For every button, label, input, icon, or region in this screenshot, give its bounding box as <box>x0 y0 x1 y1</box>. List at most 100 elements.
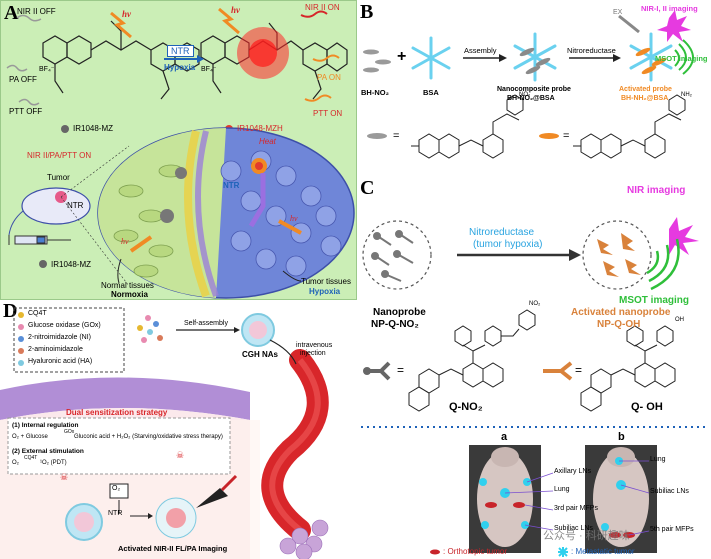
bsa-icon <box>411 36 451 80</box>
ptt-on-label: PTT ON <box>313 109 343 118</box>
legend-cq4t: CQ4T <box>28 310 47 317</box>
q-oh-label: Q- OH <box>631 401 663 413</box>
left-molecule <box>42 20 200 100</box>
fifth-mfp-label: 5th pair MFPs <box>650 526 694 533</box>
plus-sign: + <box>397 48 407 65</box>
lightning-icon-1 <box>110 11 132 39</box>
nitroreductase-c: Nitroreductase <box>469 227 535 238</box>
panel-a-letter: A <box>4 2 19 24</box>
nir-on-label: NIR II ON <box>305 3 340 12</box>
ntr-label-d: NTR <box>108 510 123 517</box>
legend-ha: Hyaluronic acid (HA) <box>28 358 93 365</box>
eq2-cat: CQ4T <box>24 455 38 461</box>
hypoxia-label: Hypoxia <box>164 63 196 72</box>
ptt-off-label: PTT OFF <box>9 107 43 116</box>
mouse-b-label: b <box>618 431 625 443</box>
pa-off-label: PA OFF <box>9 75 37 84</box>
subiliac-a-label: Subiliac LNs <box>554 525 593 532</box>
nir-off-label: NIR II OFF <box>17 7 56 16</box>
assembly-label: Assembly <box>464 46 497 55</box>
tumor-tissues-label: Tumor tissues <box>301 277 351 286</box>
nir-imaging-label: NIR-I, II imaging <box>641 4 698 13</box>
legend-mzh: IR1048-MZH <box>237 124 283 133</box>
activated-c-line1: Activated nanoprobe <box>571 307 671 318</box>
q-no2-label: Q-NO₂ <box>449 401 483 413</box>
ntr-box: NTR <box>167 45 194 57</box>
orthotopic-legend: : Orthotopic tumor <box>443 547 508 556</box>
msot-label: MSOT imaging <box>655 54 708 63</box>
panel-d: D <box>0 300 357 559</box>
equals-c-2: = <box>575 363 583 377</box>
lung-a-label: Lung <box>554 486 570 493</box>
third-mfp-label: 3rd pair MFPs <box>554 505 598 512</box>
equals-2: = <box>563 130 570 142</box>
eq2-right: ¹O₂ (PDT) <box>40 460 67 466</box>
cgh-label: CGH NAs <box>242 350 279 359</box>
legend-mz: IR1048-MZ <box>73 124 114 133</box>
ntr-tissue-label: NTR <box>223 181 240 190</box>
panel-b-art <box>363 10 694 159</box>
mouse-a-image <box>469 445 541 553</box>
axillary-label: Axillary LNs <box>554 468 591 475</box>
normal-tissues-label: Normal tissues <box>101 281 154 290</box>
nir-imaging-c: NIR imaging <box>627 185 686 196</box>
bh-nh2-structure <box>573 94 686 159</box>
mz-dot <box>61 125 69 133</box>
svg-text:☠: ☠ <box>60 472 68 482</box>
panel-c-letter: C <box>360 177 375 199</box>
equals-1: = <box>393 130 400 142</box>
q-no2-structure <box>408 309 536 412</box>
lightning-icon-2 <box>218 7 240 35</box>
internal-label: (1) Internal regulation <box>12 422 79 429</box>
nir-burst-icon <box>657 10 691 42</box>
tumor-hypoxia-c: (tumor hypoxia) <box>473 239 543 250</box>
panel-b: B <box>357 0 711 175</box>
msot-imaging-c: MSOT imaging <box>619 295 689 306</box>
hypoxia-tissue-label: Hypoxia <box>309 287 341 296</box>
d-legend-box <box>13 307 125 373</box>
ex-label: EX <box>613 9 623 16</box>
bsa-label: BSA <box>423 88 439 97</box>
eq1-right: Gluconic acid + H₂O₂ (Starving/oxidative… <box>74 434 223 440</box>
activated-imaging-label: Activated NIR-II FL/PA Imaging <box>118 544 228 553</box>
tissue-on-label: NIR II/PA/PTT ON <box>27 151 92 160</box>
q-oh-structure <box>580 325 676 412</box>
tumor-label: Tumor <box>47 173 70 182</box>
panel-d-art: ☠ ☠ <box>0 307 329 559</box>
activated-line2: BH-NH₂@BSA <box>621 95 669 102</box>
nir-burst-icon-c <box>669 217 699 255</box>
nanoprobe-circle <box>362 220 432 290</box>
eq1-cat: GOx <box>64 429 75 435</box>
metastatic-icon <box>558 547 568 557</box>
heat-label: Heat <box>259 137 276 146</box>
dual-title: Dual sensitization strategy <box>66 408 168 417</box>
panel-a-art <box>6 7 355 299</box>
panel-a: A <box>0 0 357 300</box>
nitroreductase-label: Nitroreductase <box>567 46 616 55</box>
equals-c-1: = <box>397 363 405 377</box>
hv-tissue-right: hν <box>290 214 298 223</box>
normoxia-label: Normoxia <box>111 290 148 299</box>
iv-line1: intravenous <box>296 342 333 349</box>
bh-no2-structure <box>411 94 524 159</box>
activated-c-line2: NP-Q-OH <box>597 319 641 330</box>
hv-label-2: hν <box>231 5 240 15</box>
legend-gox: Glucose oxidase (GOx) <box>28 322 101 329</box>
mouse-a-label: a <box>501 431 508 443</box>
injector-label: IR1048-MZ <box>51 260 92 269</box>
metastatic-legend: : Metastatic tumor <box>571 547 635 556</box>
nano-probe-line1: Nanocomposite probe <box>497 86 571 93</box>
bf4-right: BF₄⁻ <box>201 66 217 73</box>
self-assembly-label: Self-assembly <box>184 320 228 327</box>
panel-d-letter: D <box>3 300 18 322</box>
hv-tissue-left: hν <box>121 237 129 246</box>
legend-ni: 2-nitroimidazole (NI) <box>28 334 92 341</box>
svg-text:☠: ☠ <box>176 450 184 460</box>
lung-b-label: Lung <box>650 456 666 463</box>
dual-box <box>7 417 231 475</box>
external-label: (2) External stimulation <box>12 448 84 455</box>
bh-no2-label: BH-NO₂ <box>361 88 389 97</box>
eq2-left: O₂ <box>12 460 19 466</box>
ntr-mouse-label: NTR <box>67 201 84 210</box>
activated-line1: Activated probe <box>619 86 672 93</box>
